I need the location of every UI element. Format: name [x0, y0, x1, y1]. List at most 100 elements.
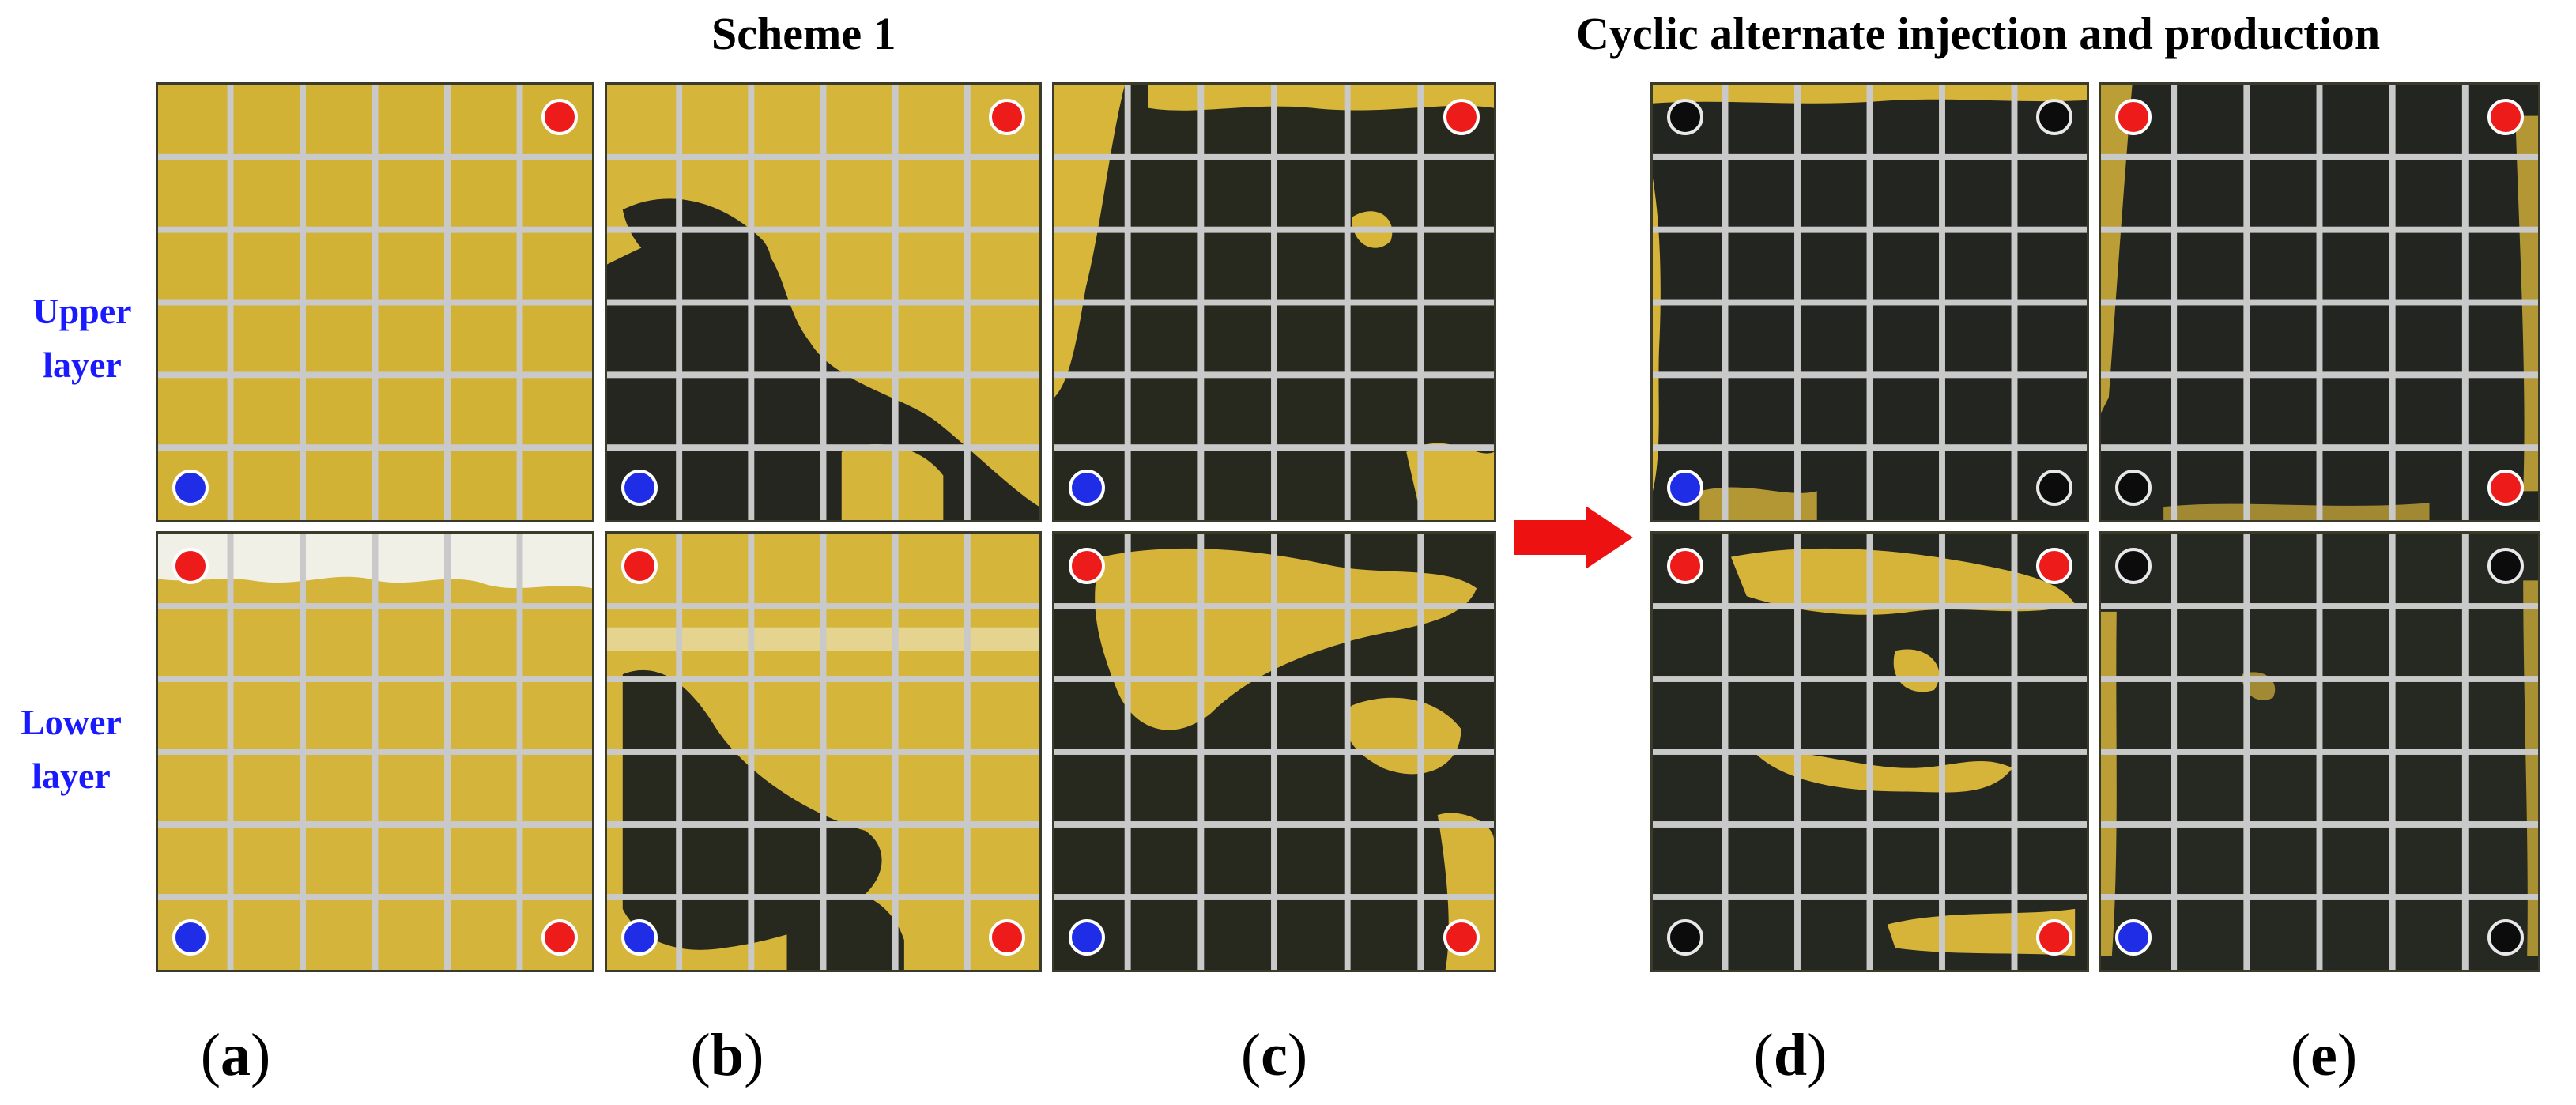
grid-wire-vertical	[516, 534, 523, 970]
red-well-marker	[2115, 99, 2152, 135]
caption-c-letter: c	[1261, 1022, 1288, 1088]
grid-wire-horizontal	[1653, 821, 2087, 828]
blue-well-marker	[621, 919, 658, 956]
panel-a-lower-image	[158, 534, 592, 970]
black-well-marker	[2036, 99, 2072, 135]
caption-c: (c)	[1240, 1022, 1308, 1088]
grid-wire-vertical	[2461, 534, 2469, 970]
panel-a-upper	[156, 82, 594, 522]
grid-wire-vertical	[892, 534, 899, 970]
grid-wire-horizontal	[607, 371, 1039, 379]
panel-d-lower	[1650, 531, 2089, 972]
grid-wire-vertical	[444, 85, 451, 520]
panel-c-lower	[1052, 531, 1496, 972]
lower-layer-label-line2: layer	[32, 756, 111, 796]
black-well-marker	[2115, 470, 2152, 506]
grid-wire-horizontal	[1653, 299, 2087, 306]
black-well-marker	[2115, 548, 2152, 584]
grid-wire-horizontal	[158, 821, 592, 828]
grid-wire-horizontal	[2101, 749, 2538, 755]
red-well-marker	[989, 99, 1025, 135]
caption-e: (e)	[2290, 1022, 2358, 1088]
grid-wire-horizontal	[607, 299, 1039, 306]
grid-wire-horizontal	[607, 749, 1039, 755]
caption-e-letter: e	[2310, 1022, 2337, 1088]
blue-well-marker	[2115, 919, 2152, 956]
grid-wire-vertical	[1417, 85, 1424, 520]
right-arrow-icon	[1514, 506, 1633, 569]
grid-wire-horizontal	[158, 444, 592, 451]
panel-e-lower-image	[2101, 534, 2538, 970]
panel-b-upper	[605, 82, 1042, 522]
panel-e-lower	[2099, 531, 2540, 972]
grid-wire-horizontal	[2101, 299, 2538, 306]
grid-wire-vertical	[964, 85, 971, 520]
cyclic-heading: Cyclic alternate injection and productio…	[1576, 8, 2381, 59]
panel-b-lower	[605, 531, 1042, 972]
grid-wire-horizontal	[1054, 299, 1494, 306]
red-well-marker	[2487, 470, 2524, 506]
upper-layer-label: Upper layer	[11, 285, 153, 392]
grid-wire-horizontal	[2101, 894, 2538, 900]
caption-d: (d)	[1753, 1022, 1827, 1088]
panel-a-lower	[156, 531, 594, 972]
panel-b-lower-image	[607, 534, 1039, 970]
panel-c-upper-image	[1054, 85, 1494, 520]
red-well-marker	[2487, 99, 2524, 135]
grid-wire-vertical	[2011, 85, 2018, 520]
grid-wire-vertical	[2011, 534, 2018, 970]
grid-wire-horizontal	[1054, 749, 1494, 755]
caption-a-letter: a	[221, 1022, 251, 1088]
grid-mesh	[1054, 534, 1494, 970]
upper-layer-label-line2: layer	[43, 345, 122, 385]
caption-b: (b)	[690, 1022, 764, 1088]
panel-e-upper-image	[2101, 85, 2538, 520]
grid-wire-vertical	[2389, 534, 2396, 970]
grid-wire-horizontal	[1054, 371, 1494, 379]
grid-wire-vertical	[1344, 534, 1351, 970]
red-well-marker	[2036, 919, 2072, 956]
grid-wire-horizontal	[1054, 821, 1494, 828]
grid-mesh	[2101, 534, 2538, 970]
red-well-marker	[1443, 919, 1480, 956]
grid-wire-horizontal	[2101, 371, 2538, 379]
grid-wire-horizontal	[607, 894, 1039, 900]
black-well-marker	[2487, 548, 2524, 584]
grid-mesh	[1653, 85, 2087, 520]
panel-b-upper-image	[607, 85, 1039, 520]
panel-d-lower-image	[1653, 534, 2087, 970]
panel-c-upper	[1052, 82, 1496, 522]
grid-mesh	[158, 85, 592, 520]
blue-well-marker	[1069, 919, 1105, 956]
grid-mesh	[158, 534, 592, 970]
grid-wire-vertical	[964, 534, 971, 970]
blue-well-marker	[1069, 470, 1105, 506]
black-well-marker	[1667, 99, 1703, 135]
grid-wire-vertical	[444, 534, 451, 970]
grid-wire-vertical	[1939, 85, 1945, 520]
grid-wire-vertical	[2461, 85, 2469, 520]
grid-mesh	[1054, 85, 1494, 520]
red-well-marker	[172, 548, 209, 584]
red-well-marker	[621, 548, 658, 584]
grid-mesh	[607, 85, 1039, 520]
grid-wire-horizontal	[1653, 371, 2087, 379]
black-well-marker	[2487, 919, 2524, 956]
red-well-marker	[1667, 548, 1703, 584]
blue-well-marker	[172, 470, 209, 506]
panel-d-upper-image	[1653, 85, 2087, 520]
grid-mesh	[2101, 85, 2538, 520]
red-well-marker	[541, 99, 578, 135]
red-well-marker	[1443, 99, 1480, 135]
lower-layer-label: Lower layer	[0, 696, 142, 803]
grid-wire-horizontal	[2101, 821, 2538, 828]
red-well-marker	[2036, 548, 2072, 584]
panel-c-lower-image	[1054, 534, 1494, 970]
panel-a-upper-image	[158, 85, 592, 520]
caption-a: (a)	[200, 1022, 271, 1088]
panel-e-upper	[2099, 82, 2540, 522]
grid-wire-vertical	[1344, 85, 1351, 520]
grid-wire-horizontal	[158, 749, 592, 755]
grid-wire-horizontal	[607, 821, 1039, 828]
grid-wire-vertical	[892, 85, 899, 520]
